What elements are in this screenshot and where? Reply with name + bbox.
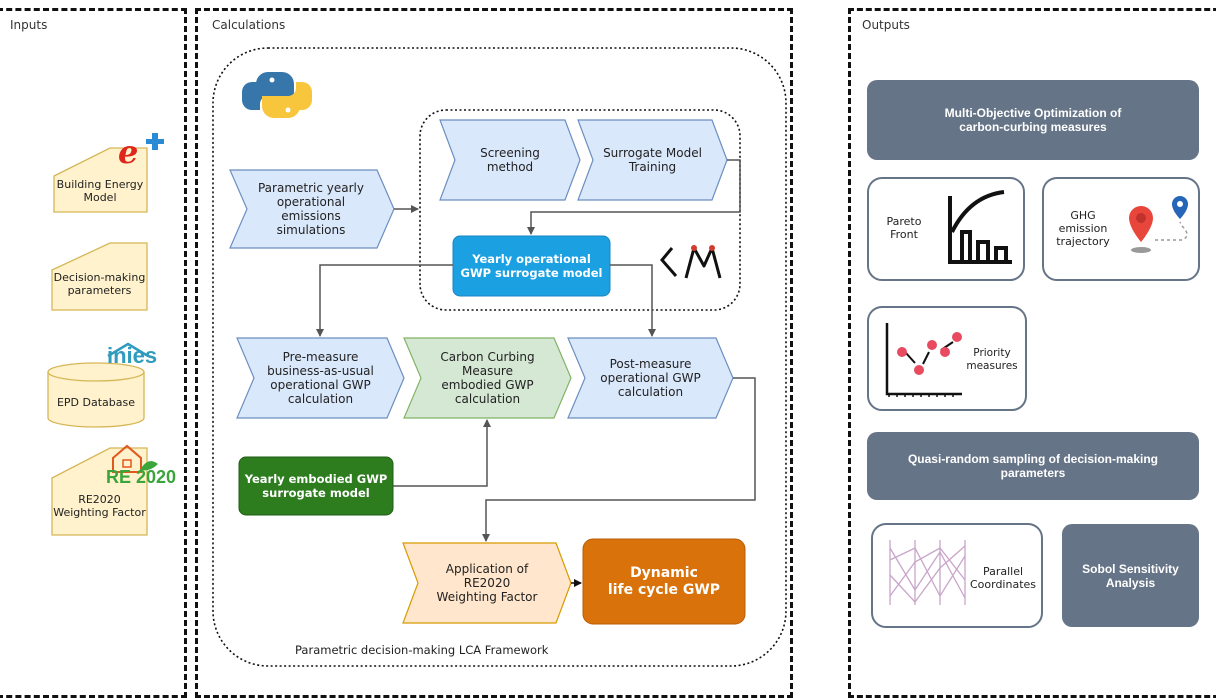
outputs-title: Outputs bbox=[862, 18, 910, 32]
building-energy-model-label: Building Energy Model bbox=[56, 178, 144, 204]
post-measure-chevron bbox=[567, 337, 734, 419]
inputs-title: Inputs bbox=[10, 18, 48, 32]
moo-label: Multi-Objective Optimization of carbon-c… bbox=[944, 106, 1122, 134]
sobol-label: Sobol Sensitivity Analysis bbox=[1082, 561, 1179, 590]
inies-house-icon bbox=[107, 342, 149, 358]
parametric-sim-chevron bbox=[229, 169, 395, 249]
parallel-label: Parallel Coordinates bbox=[969, 565, 1037, 591]
surrogate-training-chevron bbox=[577, 119, 728, 201]
re2020-factor-label: RE2020 Weighting Factor bbox=[53, 493, 146, 519]
priority-label: Priority measures bbox=[966, 347, 1018, 372]
screening-label: Screening method bbox=[480, 146, 540, 174]
ghg-label: GHG emission trajectory bbox=[1056, 208, 1110, 248]
pareto-label: Pareto Front bbox=[886, 215, 922, 241]
pareto-shape bbox=[867, 177, 1025, 281]
decision-params-label: Decision-making parameters bbox=[53, 271, 146, 297]
decision-params-shape bbox=[51, 242, 148, 311]
building-energy-model-shape bbox=[53, 147, 148, 213]
svg-text:e: e bbox=[118, 133, 138, 171]
pre-measure-chevron bbox=[236, 337, 405, 419]
priority-scatter-icon bbox=[885, 323, 962, 397]
smt-logo-icon bbox=[660, 245, 722, 279]
dynamic-lca-label: Dynamic life cycle GWP bbox=[607, 564, 721, 598]
framework-container bbox=[212, 47, 787, 667]
map-pin-trajectory-icon bbox=[1129, 196, 1188, 253]
carbon-curbing-label: Carbon Curbing Measure embodied GWP calc… bbox=[440, 350, 535, 406]
diagram-canvas: e bbox=[47, 47, 1200, 667]
energyplus-logo-icon: e bbox=[118, 133, 164, 171]
parametric-sim-label: Parametric yearly operational emissions … bbox=[257, 181, 364, 237]
calculations-title: Calculations bbox=[212, 18, 286, 32]
pre-measure-label: Pre-measure business-as-usual operationa… bbox=[267, 350, 374, 406]
parallel-coordinates-icon bbox=[889, 540, 966, 605]
epd-database-shape bbox=[47, 362, 145, 428]
re2020-application-chevron bbox=[402, 542, 572, 624]
epd-database-label: EPD Database bbox=[56, 395, 136, 409]
re2020-house-icon bbox=[112, 444, 158, 473]
dynamic-lca-shape bbox=[582, 538, 746, 625]
yearly-op-surrogate-label: Yearly operational GWP surrogate model bbox=[460, 252, 603, 280]
post-measure-label: Post-measure operational GWP calculation bbox=[600, 357, 701, 399]
surrogate-training-label: Surrogate Model Training bbox=[603, 146, 702, 174]
yearly-emb-surrogate-label: Yearly embodied GWP surrogate model bbox=[244, 472, 388, 500]
python-logo-icon bbox=[242, 72, 312, 118]
screening-chevron bbox=[439, 119, 581, 201]
pareto-chart-icon bbox=[948, 190, 1012, 264]
quasi-random-shape bbox=[867, 432, 1199, 500]
quasi-random-label: Quasi-random sampling of decision-making… bbox=[907, 452, 1159, 480]
re2020-logo-text: RE 2020 bbox=[106, 467, 177, 487]
priority-shape bbox=[867, 306, 1027, 411]
inies-logo-text: inies bbox=[107, 343, 158, 368]
sobol-shape bbox=[1062, 524, 1199, 627]
yearly-op-surrogate-shape bbox=[452, 235, 611, 297]
moo-shape bbox=[867, 80, 1199, 160]
ghg-shape bbox=[1042, 177, 1200, 281]
carbon-curbing-chevron bbox=[403, 337, 572, 419]
framework-label: Parametric decision-making LCA Framework bbox=[295, 643, 549, 657]
re2020-application-label: Application of RE2020 Weighting Factor bbox=[436, 562, 538, 604]
re2020-factor-shape bbox=[51, 447, 148, 536]
